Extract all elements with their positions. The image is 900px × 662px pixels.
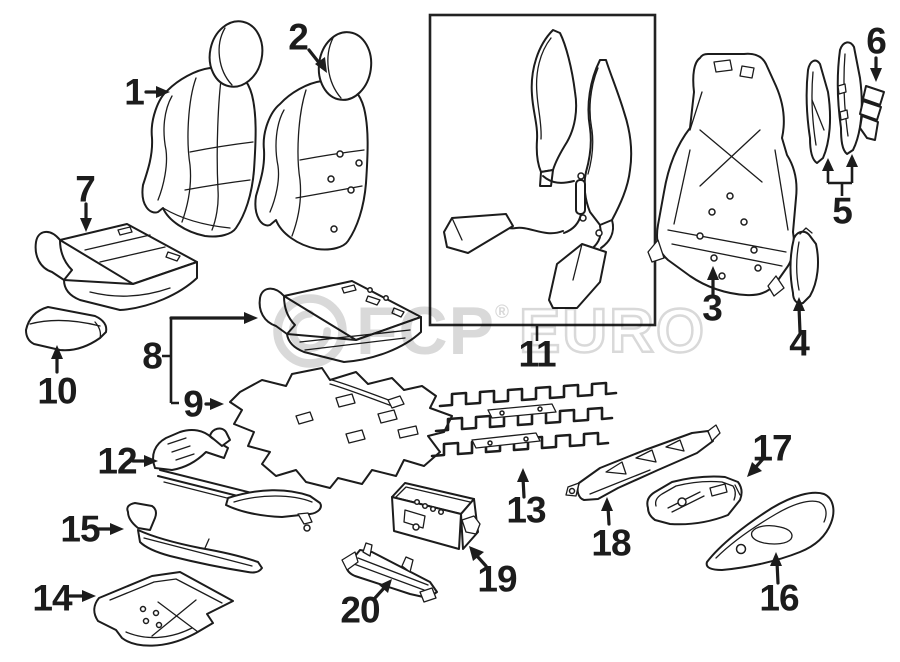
- part-drawing-foam-pad: [229, 367, 453, 489]
- callout-label-4: 4: [789, 322, 810, 364]
- callout-arrows: [51, 48, 882, 602]
- part-drawing-spring-mat: [430, 381, 618, 458]
- part-drawing-front-trim: [126, 502, 263, 574]
- callout-label-3: 3: [702, 287, 723, 329]
- callout-label-16: 16: [759, 577, 799, 619]
- part-drawing-bolster-kit-box: [428, 13, 657, 327]
- part-drawing-seat-back-frame: [647, 52, 798, 297]
- part-drawing-cushion-cover: [34, 223, 198, 311]
- callout-label-17: 17: [752, 427, 792, 469]
- part-drawing-side-shield: [705, 491, 835, 571]
- callout-label-12: 12: [97, 440, 137, 482]
- part-drawing-end-strip: [859, 85, 885, 141]
- callout-label-11: 11: [518, 333, 556, 375]
- callout-label-7: 7: [75, 168, 96, 210]
- part-drawing-seat-cushion: [258, 280, 422, 363]
- part-drawing-trim-strips: [805, 41, 863, 164]
- callout-label-9: 9: [183, 383, 204, 425]
- callout-label-1: 1: [124, 71, 145, 113]
- callout-label-6: 6: [866, 20, 887, 62]
- callout-label-14: 14: [32, 577, 72, 619]
- part-drawing-seat-back-cover-2: [254, 31, 373, 251]
- part-drawing-side-bracket: [789, 227, 819, 305]
- callout-label-19: 19: [477, 558, 517, 600]
- part-drawing-seat-rail: [341, 542, 438, 603]
- callout-label-2: 2: [288, 16, 309, 58]
- part-drawing-storage-box: [391, 482, 481, 550]
- part-drawing-lower-panel: [93, 571, 234, 647]
- callout-label-8: 8: [142, 335, 163, 377]
- callout-label-13: 13: [506, 489, 546, 531]
- part-drawing-seat-pan: [152, 427, 322, 532]
- callout-label-5: 5: [832, 190, 853, 232]
- part-drawing-lumbar-pad: [25, 306, 108, 352]
- part-drawing-seat-back-cover-1: [141, 20, 264, 238]
- part-drawing-switch-panel: [646, 475, 743, 526]
- callout-label-15: 15: [60, 508, 100, 550]
- callout-label-18: 18: [591, 522, 631, 564]
- part-drawing-adjuster-bracket: [565, 424, 721, 501]
- callout-label-20: 20: [340, 589, 380, 631]
- callout-label-10: 10: [37, 370, 77, 412]
